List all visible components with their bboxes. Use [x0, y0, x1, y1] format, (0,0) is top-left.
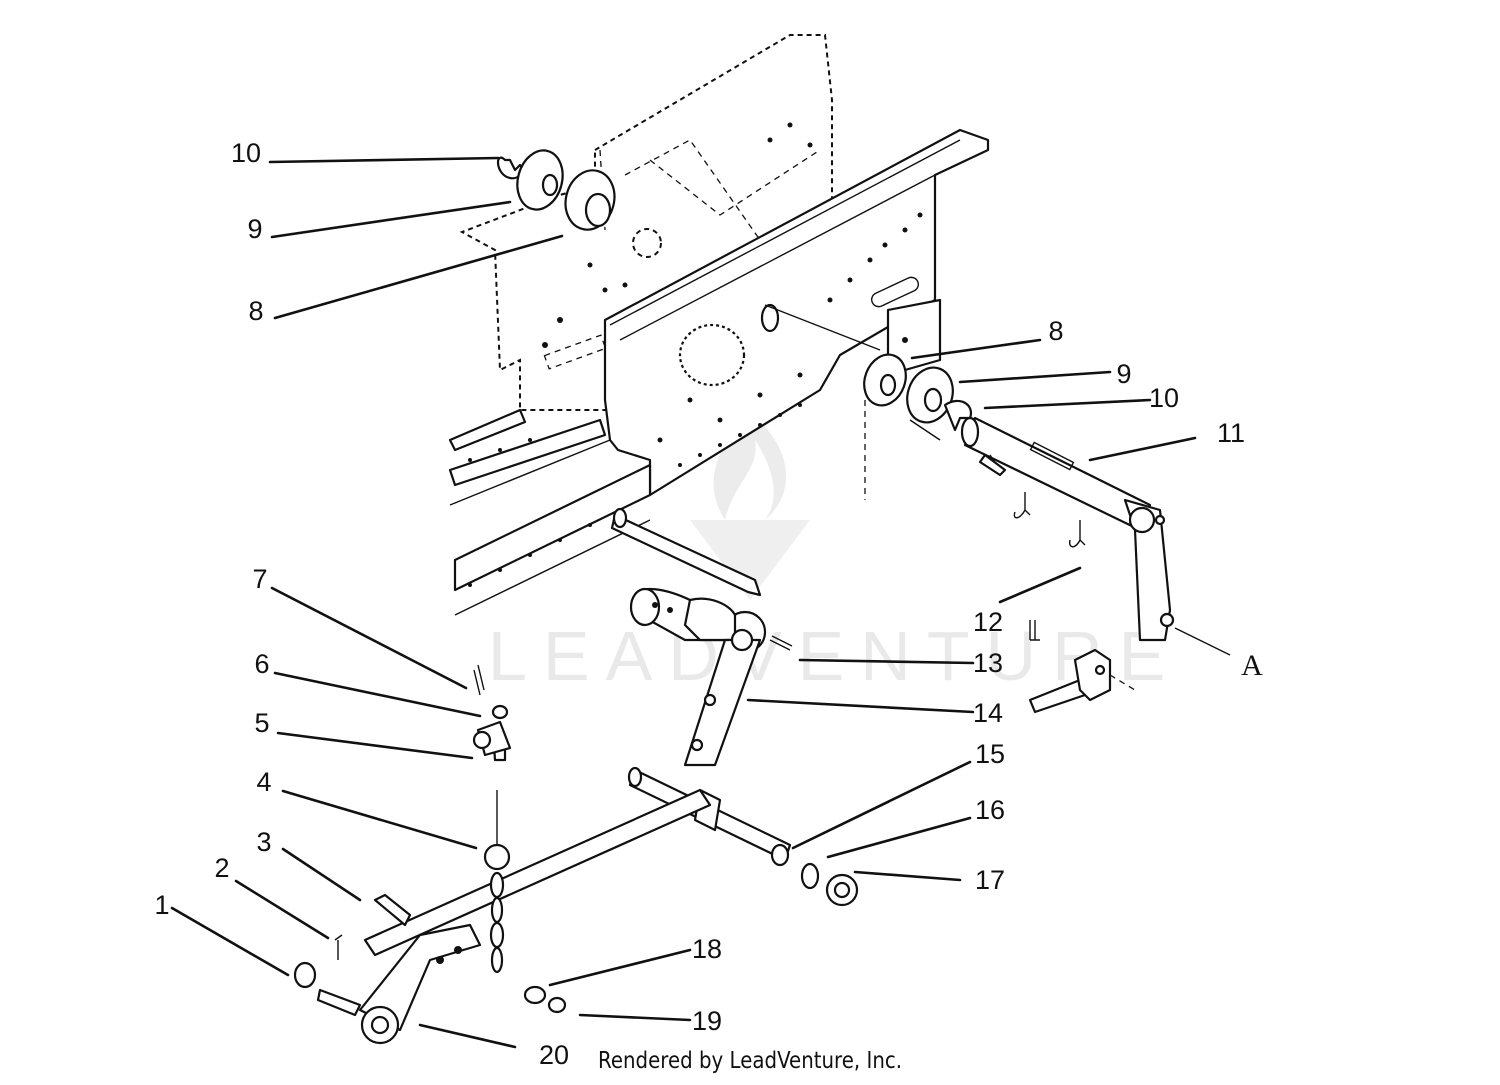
rockshaft [909, 416, 1175, 642]
callout-6: 6 [254, 649, 269, 679]
callout-3: 3 [256, 827, 271, 857]
lift-lever [316, 788, 712, 1045]
watermark-text: LEADVENTURE [488, 617, 1181, 695]
right-bushing-stack [863, 353, 973, 432]
callout-9: 9 [247, 214, 262, 244]
callout-16: 16 [975, 795, 1005, 825]
callout-20: 20 [539, 1040, 569, 1070]
callout-7: 7 [252, 564, 267, 594]
frame-rails [448, 408, 652, 616]
callout-4: 4 [256, 767, 271, 797]
frame-front-plate [603, 128, 990, 497]
callout-14: 14 [973, 698, 1003, 728]
callout-1: 1 [154, 890, 169, 920]
cotter-pins [1013, 492, 1086, 641]
chain [483, 728, 511, 974]
callout-12: 12 [973, 607, 1003, 637]
small-parts-lower [293, 893, 567, 1014]
cross-shaft [610, 507, 762, 597]
callout-9: 9 [1116, 359, 1131, 389]
leader-lines [170, 156, 1197, 1049]
callout-18: 18 [692, 934, 722, 964]
callout-A: A [1241, 649, 1263, 682]
watermark: LEADVENTURE [488, 410, 1181, 695]
callout-2: 2 [214, 853, 229, 883]
callout-10: 10 [1149, 383, 1179, 413]
callout-10: 10 [231, 138, 261, 168]
callout-8: 8 [248, 296, 263, 326]
callout-17: 17 [975, 865, 1005, 895]
callout-11: 11 [1217, 418, 1245, 448]
axis-line [764, 304, 881, 351]
credit-text: Rendered by LeadVenture, Inc. [598, 1048, 903, 1074]
clevis-rod [1028, 627, 1231, 714]
callout-labels: 10 9 8 8 9 10 11 12A 13 14 7 6 5 4 15 16 17 32 1 18 19 20 [154, 138, 1263, 1070]
callout-19: 19 [692, 1006, 722, 1036]
callout-13: 13 [973, 648, 1003, 678]
small-parts-upper-left [472, 664, 512, 757]
front-axle [627, 766, 859, 907]
upper-left-bushing-stack [497, 149, 616, 231]
callout-15: 15 [975, 739, 1005, 769]
callout-8: 8 [1048, 316, 1063, 346]
lift-arm [629, 587, 793, 767]
callout-5: 5 [254, 708, 269, 738]
